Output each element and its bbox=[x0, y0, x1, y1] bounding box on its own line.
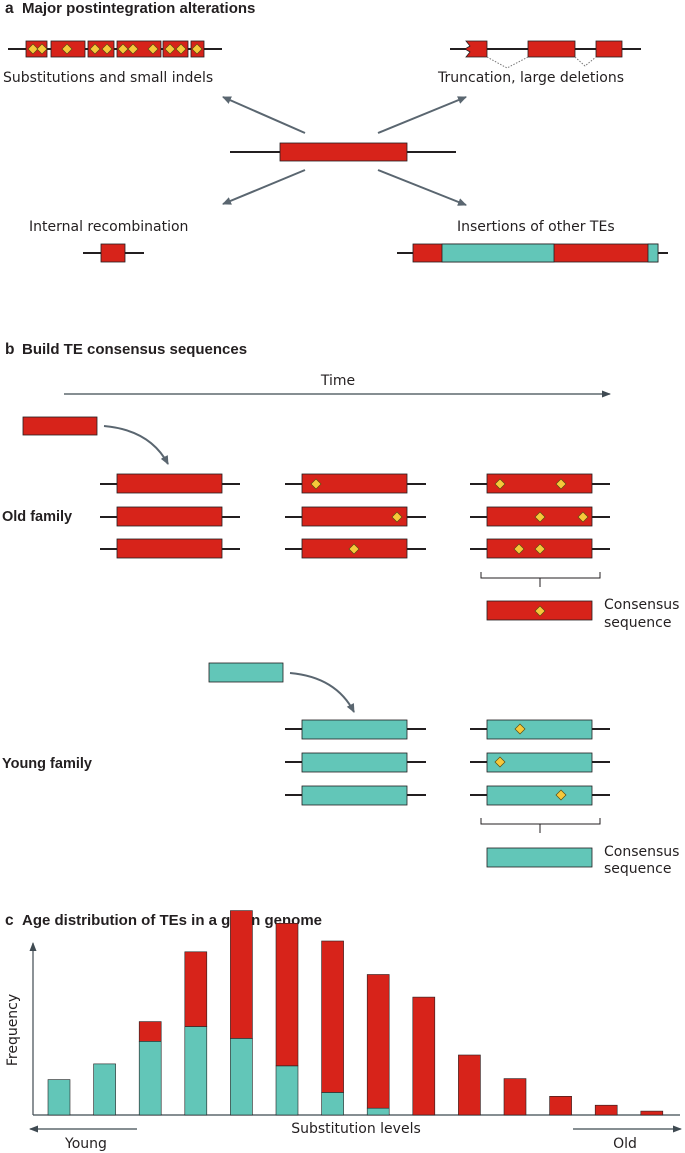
panel-a-title: Major postintegration alterations bbox=[22, 0, 255, 17]
old-family-bracket bbox=[480, 572, 601, 587]
panel-b-title: Build TE consensus sequences bbox=[22, 341, 247, 358]
truncation-element bbox=[450, 40, 641, 69]
old-family-column-2 bbox=[285, 473, 426, 559]
bar-11-segment-2 bbox=[503, 1078, 527, 1116]
bar-7-segment-2 bbox=[321, 940, 344, 1093]
recombination-element bbox=[83, 243, 144, 263]
young-family-column-2 bbox=[285, 719, 426, 806]
substitutions-label: Substitutions and small indels bbox=[3, 70, 213, 86]
old-family-column-1 bbox=[100, 473, 240, 559]
substitutions-element bbox=[8, 40, 222, 58]
bars-group bbox=[47, 910, 664, 1116]
bar-6-segment-1 bbox=[275, 1065, 299, 1116]
bar-9-segment-2 bbox=[412, 996, 436, 1116]
bar-2-segment-1 bbox=[93, 1063, 116, 1116]
panel-a: a Major postintegration alterations Subs… bbox=[3, 0, 668, 263]
young-label: Young bbox=[64, 1136, 107, 1152]
time-label: Time bbox=[320, 373, 355, 389]
young-family-bracket bbox=[480, 818, 601, 833]
alteration-arrows bbox=[222, 96, 467, 206]
young-family-curve-arrow bbox=[289, 672, 355, 713]
young-family-label: Young family bbox=[2, 756, 92, 772]
recombination-label: Internal recombination bbox=[29, 219, 188, 235]
panel-a-letter: a bbox=[5, 0, 14, 17]
old-family-column-3 bbox=[470, 473, 610, 559]
old-family-curve-arrow bbox=[103, 425, 169, 465]
bar-14-segment-2 bbox=[640, 1110, 664, 1116]
panel-c-letter: c bbox=[5, 912, 14, 929]
insertions-element bbox=[397, 243, 668, 263]
truncation-label: Truncation, large deletions bbox=[437, 70, 624, 86]
young-family-column-3 bbox=[470, 719, 610, 806]
bar-4-segment-2 bbox=[184, 951, 208, 1027]
bar-7-segment-1 bbox=[321, 1092, 344, 1116]
old-consensus-label-1: Consensus bbox=[604, 597, 679, 613]
old-family-label: Old family bbox=[2, 509, 72, 525]
bar-4-segment-1 bbox=[184, 1026, 208, 1116]
insertions-label: Insertions of other TEs bbox=[457, 219, 615, 235]
y-axis-label: Frequency bbox=[5, 994, 21, 1066]
bar-5-segment-1 bbox=[230, 1038, 253, 1116]
old-family-source bbox=[22, 416, 98, 436]
x-axis-label: Substitution levels bbox=[291, 1121, 421, 1137]
young-consensus-label-1: Consensus bbox=[604, 844, 679, 860]
panel-b-letter: b bbox=[5, 341, 14, 358]
panel-c: c Age distribution of TEs in a given gen… bbox=[5, 910, 682, 1152]
bar-5-segment-2 bbox=[230, 910, 253, 1039]
old-consensus-label-2: sequence bbox=[604, 615, 671, 631]
young-consensus-label-2: sequence bbox=[604, 861, 671, 877]
bar-3-segment-1 bbox=[138, 1041, 162, 1116]
bar-13-segment-2 bbox=[594, 1104, 618, 1116]
bar-8-segment-1 bbox=[366, 1107, 390, 1116]
bar-12-segment-2 bbox=[549, 1096, 572, 1116]
bar-1-segment-1 bbox=[47, 1079, 71, 1116]
young-family-source bbox=[208, 662, 284, 683]
bar-6-segment-2 bbox=[275, 922, 299, 1067]
center-element bbox=[230, 142, 456, 162]
bar-10-segment-2 bbox=[458, 1054, 481, 1116]
bar-8-segment-2 bbox=[366, 974, 390, 1109]
panel-b: b Build TE consensus sequences Time Old … bbox=[2, 341, 679, 877]
bar-3-segment-2 bbox=[138, 1021, 162, 1042]
old-label: Old bbox=[613, 1136, 637, 1152]
young-consensus-element bbox=[486, 847, 593, 868]
